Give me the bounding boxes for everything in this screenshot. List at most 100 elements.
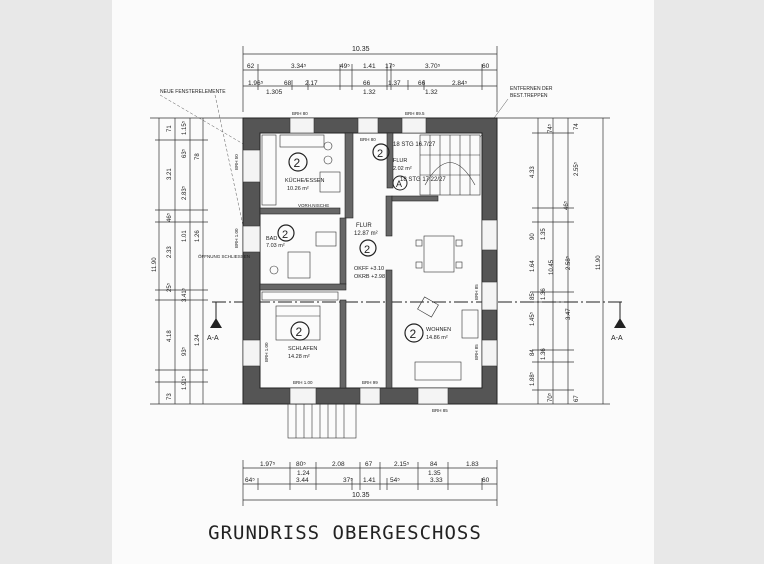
- dim-label: 3.47: [566, 308, 572, 320]
- room-name: BAD: [266, 236, 277, 242]
- dim-label: 54⁵: [390, 477, 400, 484]
- dim-label: 25⁵: [166, 282, 173, 292]
- dim-label: 1.96⁵: [248, 80, 264, 87]
- room-name: KÜCHE/ESSEN: [285, 177, 324, 184]
- dim-label: 1.01: [182, 230, 188, 242]
- plan-sheet: [112, 0, 654, 564]
- dim-label: 10.45: [549, 259, 555, 275]
- left-dim-labels: 71 1.15⁵ 63⁵ 78 3.21 2.83⁵ 46⁵ 2.33 1.01…: [152, 120, 201, 400]
- dim-label: 46⁵: [166, 212, 173, 222]
- brh-label: BRH 99: [362, 380, 378, 385]
- brh-label: BRH 80: [292, 111, 308, 116]
- dim-label: 67: [574, 395, 580, 402]
- dim-label: 85⁵: [529, 290, 536, 300]
- room-area: 12.87 m²: [354, 231, 378, 237]
- brh-label: BRH 85: [474, 284, 479, 300]
- okrb-label: OKRB +2.98: [354, 274, 385, 280]
- dim-label: 71: [167, 125, 173, 132]
- room-number: 2: [377, 148, 383, 160]
- bottom-total-dim: 10.35: [352, 492, 370, 499]
- stair-bottom-label: 18 STG 17.22/27: [400, 177, 446, 183]
- dim-label: 1.26: [195, 230, 201, 242]
- top-total-dim: 10.35: [352, 46, 370, 53]
- best-treppen-label: BEST.TREPPEN: [510, 93, 548, 99]
- room-name: FLUR: [356, 223, 372, 229]
- dim-label: 1.37: [388, 80, 401, 87]
- room-flur-top: 2 FLUR 2.02 m² A: [372, 143, 412, 191]
- dim-label: 1.83: [466, 461, 479, 468]
- dim-label: 73: [167, 393, 173, 400]
- dim-label: 84: [530, 349, 536, 356]
- dim-label: 1.15⁵: [181, 120, 188, 135]
- right-dimension-lines: [495, 117, 610, 405]
- dim-label: 66: [363, 80, 371, 87]
- drawing-title: GRUNDRISS OBERGESCHOSS: [208, 522, 482, 544]
- room-area: 10.26 m²: [287, 186, 309, 192]
- room-wohnen: 2 WOHNEN 14.86 m²: [404, 323, 451, 343]
- dim-label: 3.44: [296, 477, 309, 484]
- dim-label: 1.35: [428, 470, 441, 477]
- room-name: WOHNEN: [426, 327, 451, 333]
- bottom-dimension-lines: [242, 460, 498, 506]
- dim-label: 37⁵: [343, 477, 353, 484]
- stair-top-label: 18 STG 16.7/27: [393, 142, 436, 148]
- brh-label: BRH 1.00: [293, 380, 313, 385]
- dim-label: 66: [418, 80, 426, 87]
- dim-label: 93⁵: [181, 346, 188, 356]
- brh-label: BRH 80: [360, 137, 376, 142]
- dim-label: 17⁵: [385, 63, 395, 70]
- window-sill-labels: BRH 80 BRH 89.5 BRH 80 BRH 50 BRH 1.00 B…: [234, 111, 479, 413]
- dim-label: 3.34⁵: [291, 63, 307, 70]
- dim-label: 78: [195, 153, 201, 160]
- dim-label: 64⁵: [245, 477, 255, 484]
- brh-label: BRH 85: [432, 408, 448, 413]
- dim-label: 1.36: [541, 348, 547, 360]
- section-marker-left: A-A: [207, 302, 222, 342]
- dim-label: 68: [284, 80, 292, 87]
- scan-margin-right: [654, 0, 764, 564]
- dim-label: 63⁵: [181, 148, 188, 158]
- dim-label: 46⁵: [563, 200, 570, 210]
- dim-label: 4.18: [167, 330, 173, 342]
- room-number: 2: [282, 229, 288, 241]
- dim-label: 2.17: [305, 80, 318, 87]
- section-label-right: A-A: [611, 335, 623, 342]
- dim-label: 4.33: [530, 166, 536, 178]
- room-area: 2.02 m²: [393, 166, 412, 172]
- dim-label: 1.45⁵: [529, 311, 536, 326]
- interior-walls: [259, 132, 439, 389]
- dim-label: 3.33: [430, 477, 443, 484]
- room-area: 7.03 m²: [266, 243, 285, 249]
- dim-label: 2.83⁵: [181, 185, 188, 200]
- dim-label: 62: [247, 63, 255, 70]
- section-marker-right: A-A: [611, 302, 626, 342]
- bottom-dim-row2: 64⁵ 3.44 37⁵ 1.41 54⁵ 3.33 60: [245, 477, 490, 484]
- dim-label: 2.58⁵: [565, 255, 572, 270]
- section-label-left: A-A: [207, 335, 219, 342]
- room-schlafen: 2 SCHLAFEN 14.28 m²: [288, 321, 317, 360]
- room-name: SCHLAFEN: [288, 346, 317, 352]
- dim-label: 1.97⁵: [260, 461, 276, 468]
- dim-label: 1.91⁵: [181, 375, 188, 390]
- room-bad: 2 BAD 7.03 m²: [266, 224, 295, 249]
- room-name: FLUR: [393, 158, 407, 164]
- room-number: 2: [410, 327, 417, 341]
- dim-label: 3.41⁵: [181, 287, 188, 302]
- oeffnung-label: ÖFFNUNG SCHLIESSEN: [198, 253, 250, 259]
- dim-label: 1.41: [363, 477, 376, 484]
- dim-label: 1.24: [297, 470, 310, 477]
- dim-label: 1.36: [541, 288, 547, 300]
- dim-label: 3.21: [167, 168, 173, 180]
- dim-label: 60: [482, 63, 490, 70]
- dim-label: 67: [365, 461, 373, 468]
- dim-label: 1.35: [541, 228, 547, 240]
- dim-label: 74: [574, 123, 580, 130]
- dim-label: 60: [482, 477, 490, 484]
- dim-label: 1.32: [363, 89, 376, 96]
- scan-margin-left: [0, 0, 112, 564]
- dim-label: 2.08: [332, 461, 345, 468]
- left-dimension-lines: [150, 117, 245, 405]
- brh-label: BRH 85: [474, 344, 479, 360]
- dim-label: 1.88⁵: [529, 371, 536, 386]
